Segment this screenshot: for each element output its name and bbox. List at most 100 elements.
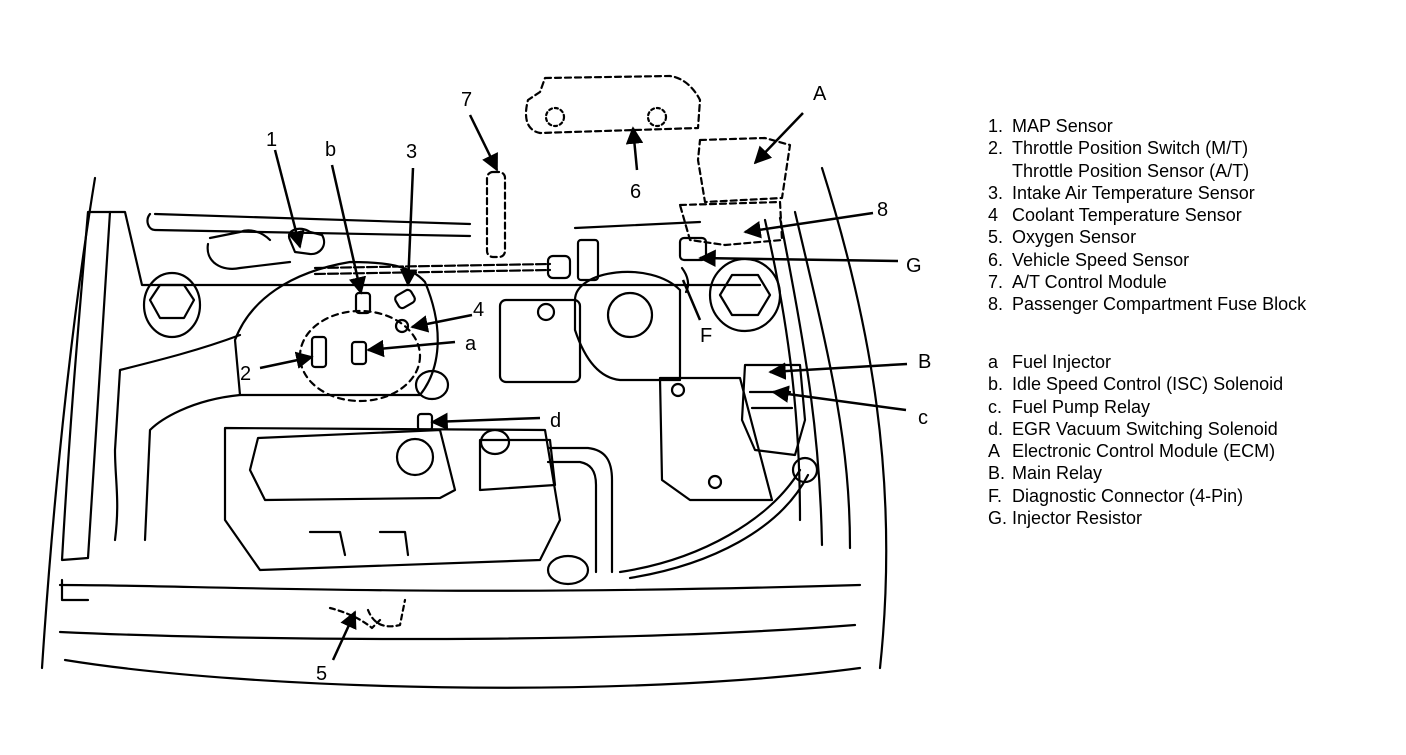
leader-d [430, 412, 541, 431]
cable-bracket [576, 238, 600, 282]
washer-cap [536, 302, 556, 322]
left-fender-outer [40, 176, 97, 670]
oil-filler-cap [395, 437, 435, 477]
callout-6: 6 [630, 181, 641, 203]
intake-runners [308, 530, 410, 557]
callout-5: 5 [316, 663, 327, 685]
brake-fluid-cap [606, 291, 654, 339]
legend-item-F: F.Diagnostic Connector (4-Pin) [988, 485, 1244, 506]
callout-A: A [813, 83, 827, 105]
legend-item-7: 7.A/T Control Module [988, 272, 1167, 293]
callout-c: c [918, 407, 928, 429]
relay-box [740, 363, 807, 457]
leader-6 [625, 126, 644, 171]
legend-item-B: B.Main Relay [988, 463, 1103, 484]
iat-sensor [394, 288, 416, 310]
throttle-body-housing [233, 260, 439, 397]
distributor-cap [479, 428, 511, 456]
tps-sensor [310, 335, 328, 369]
legend-item-6: 6.Vehicle Speed Sensor [988, 249, 1190, 270]
left-fender-inner [60, 210, 112, 562]
egr-vsv [416, 412, 434, 432]
heater-pipe [546, 446, 614, 574]
battery-terminal-neg [707, 474, 723, 490]
vehicle-silhouette-hidden [524, 74, 702, 135]
cowl-panel [146, 212, 702, 238]
legend-numbered-components: 1.MAP Sensor 2.Throttle Position Switch … [988, 115, 1306, 316]
leader-3 [399, 167, 418, 287]
leader-A [753, 112, 804, 165]
leader-7 [468, 114, 499, 172]
egr-valve [414, 369, 450, 401]
leader-4 [410, 313, 473, 333]
legend-item-1: 1.MAP Sensor [988, 116, 1113, 136]
right-fender-inner [793, 210, 852, 550]
leader-8 [743, 211, 874, 239]
legend-item-2: 2.Throttle Position Switch (M/T) [988, 138, 1249, 159]
right-fender-outer [820, 166, 888, 670]
callout-8: 8 [877, 199, 888, 221]
legend-item-G: G.Injector Resistor [988, 508, 1143, 529]
legend-item-c: c.Fuel Pump Relay [988, 396, 1151, 417]
battery-terminal-pos [670, 382, 686, 398]
legend-item-3: 3.Intake Air Temperature Sensor [988, 182, 1255, 203]
legend-item-5: 5.Oxygen Sensor [988, 227, 1137, 248]
injector-housing [298, 309, 422, 403]
brake-master-cylinder [573, 270, 682, 382]
cable-clip [546, 254, 572, 280]
battery-cable [618, 468, 810, 580]
vehicle-outline [40, 74, 888, 689]
throttle-cable [313, 262, 552, 276]
leader-b [330, 164, 367, 295]
distributor [478, 438, 557, 492]
left-strut-line [108, 210, 762, 287]
leader-a [366, 339, 456, 358]
legend-item-2-sub: Throttle Position Sensor (A/T) [1012, 160, 1250, 181]
callout-B: B [918, 351, 931, 373]
wheel-rear-hidden [646, 106, 668, 128]
cylinder-head [223, 426, 562, 572]
leader-F [681, 279, 702, 321]
exhaust-flange [546, 554, 590, 586]
callout-b: b [325, 139, 336, 161]
at-control-module-hidden [485, 170, 507, 259]
cable-grommet [791, 456, 819, 484]
fuel-injector [350, 340, 368, 366]
callout-d: d [550, 410, 561, 432]
leader-1 [273, 149, 305, 249]
legend-item-8: 8.Passenger Compartment Fuse Block [988, 294, 1307, 315]
leader-2 [259, 351, 314, 370]
callout-2: 2 [240, 363, 251, 385]
fuse-block-hidden [678, 200, 784, 247]
washer-reservoir [498, 298, 582, 384]
air-cleaner-duct [113, 333, 242, 542]
intake-hose [206, 229, 292, 270]
battery [658, 376, 774, 502]
callout-F: F [700, 325, 712, 347]
front-panel-mid [58, 623, 857, 641]
front-panel-top [58, 583, 862, 592]
leader-G [698, 249, 899, 267]
callout-3: 3 [406, 141, 417, 163]
front-panel-lower [63, 658, 862, 689]
callout-labels: 1 b 3 7 4 a 2 d 5 6 A 8 G F B c [240, 83, 931, 685]
leader-B [768, 362, 908, 380]
leader-c [771, 385, 907, 412]
ecm-hidden [696, 136, 792, 204]
left-strut-nut [148, 283, 196, 320]
exhaust-manifold-hidden [328, 598, 407, 630]
injector-resistor [678, 236, 708, 262]
callout-a: a [465, 333, 477, 355]
left-strut-tower [142, 271, 202, 339]
leader-5 [331, 610, 357, 661]
right-strut-nut [718, 273, 772, 317]
callout-G: G [906, 255, 922, 277]
legend-item-b: b.Idle Speed Control (ISC) Solenoid [988, 374, 1284, 395]
callout-7: 7 [461, 89, 472, 111]
legend-item-d: d.EGR Vacuum Switching Solenoid [988, 418, 1278, 439]
